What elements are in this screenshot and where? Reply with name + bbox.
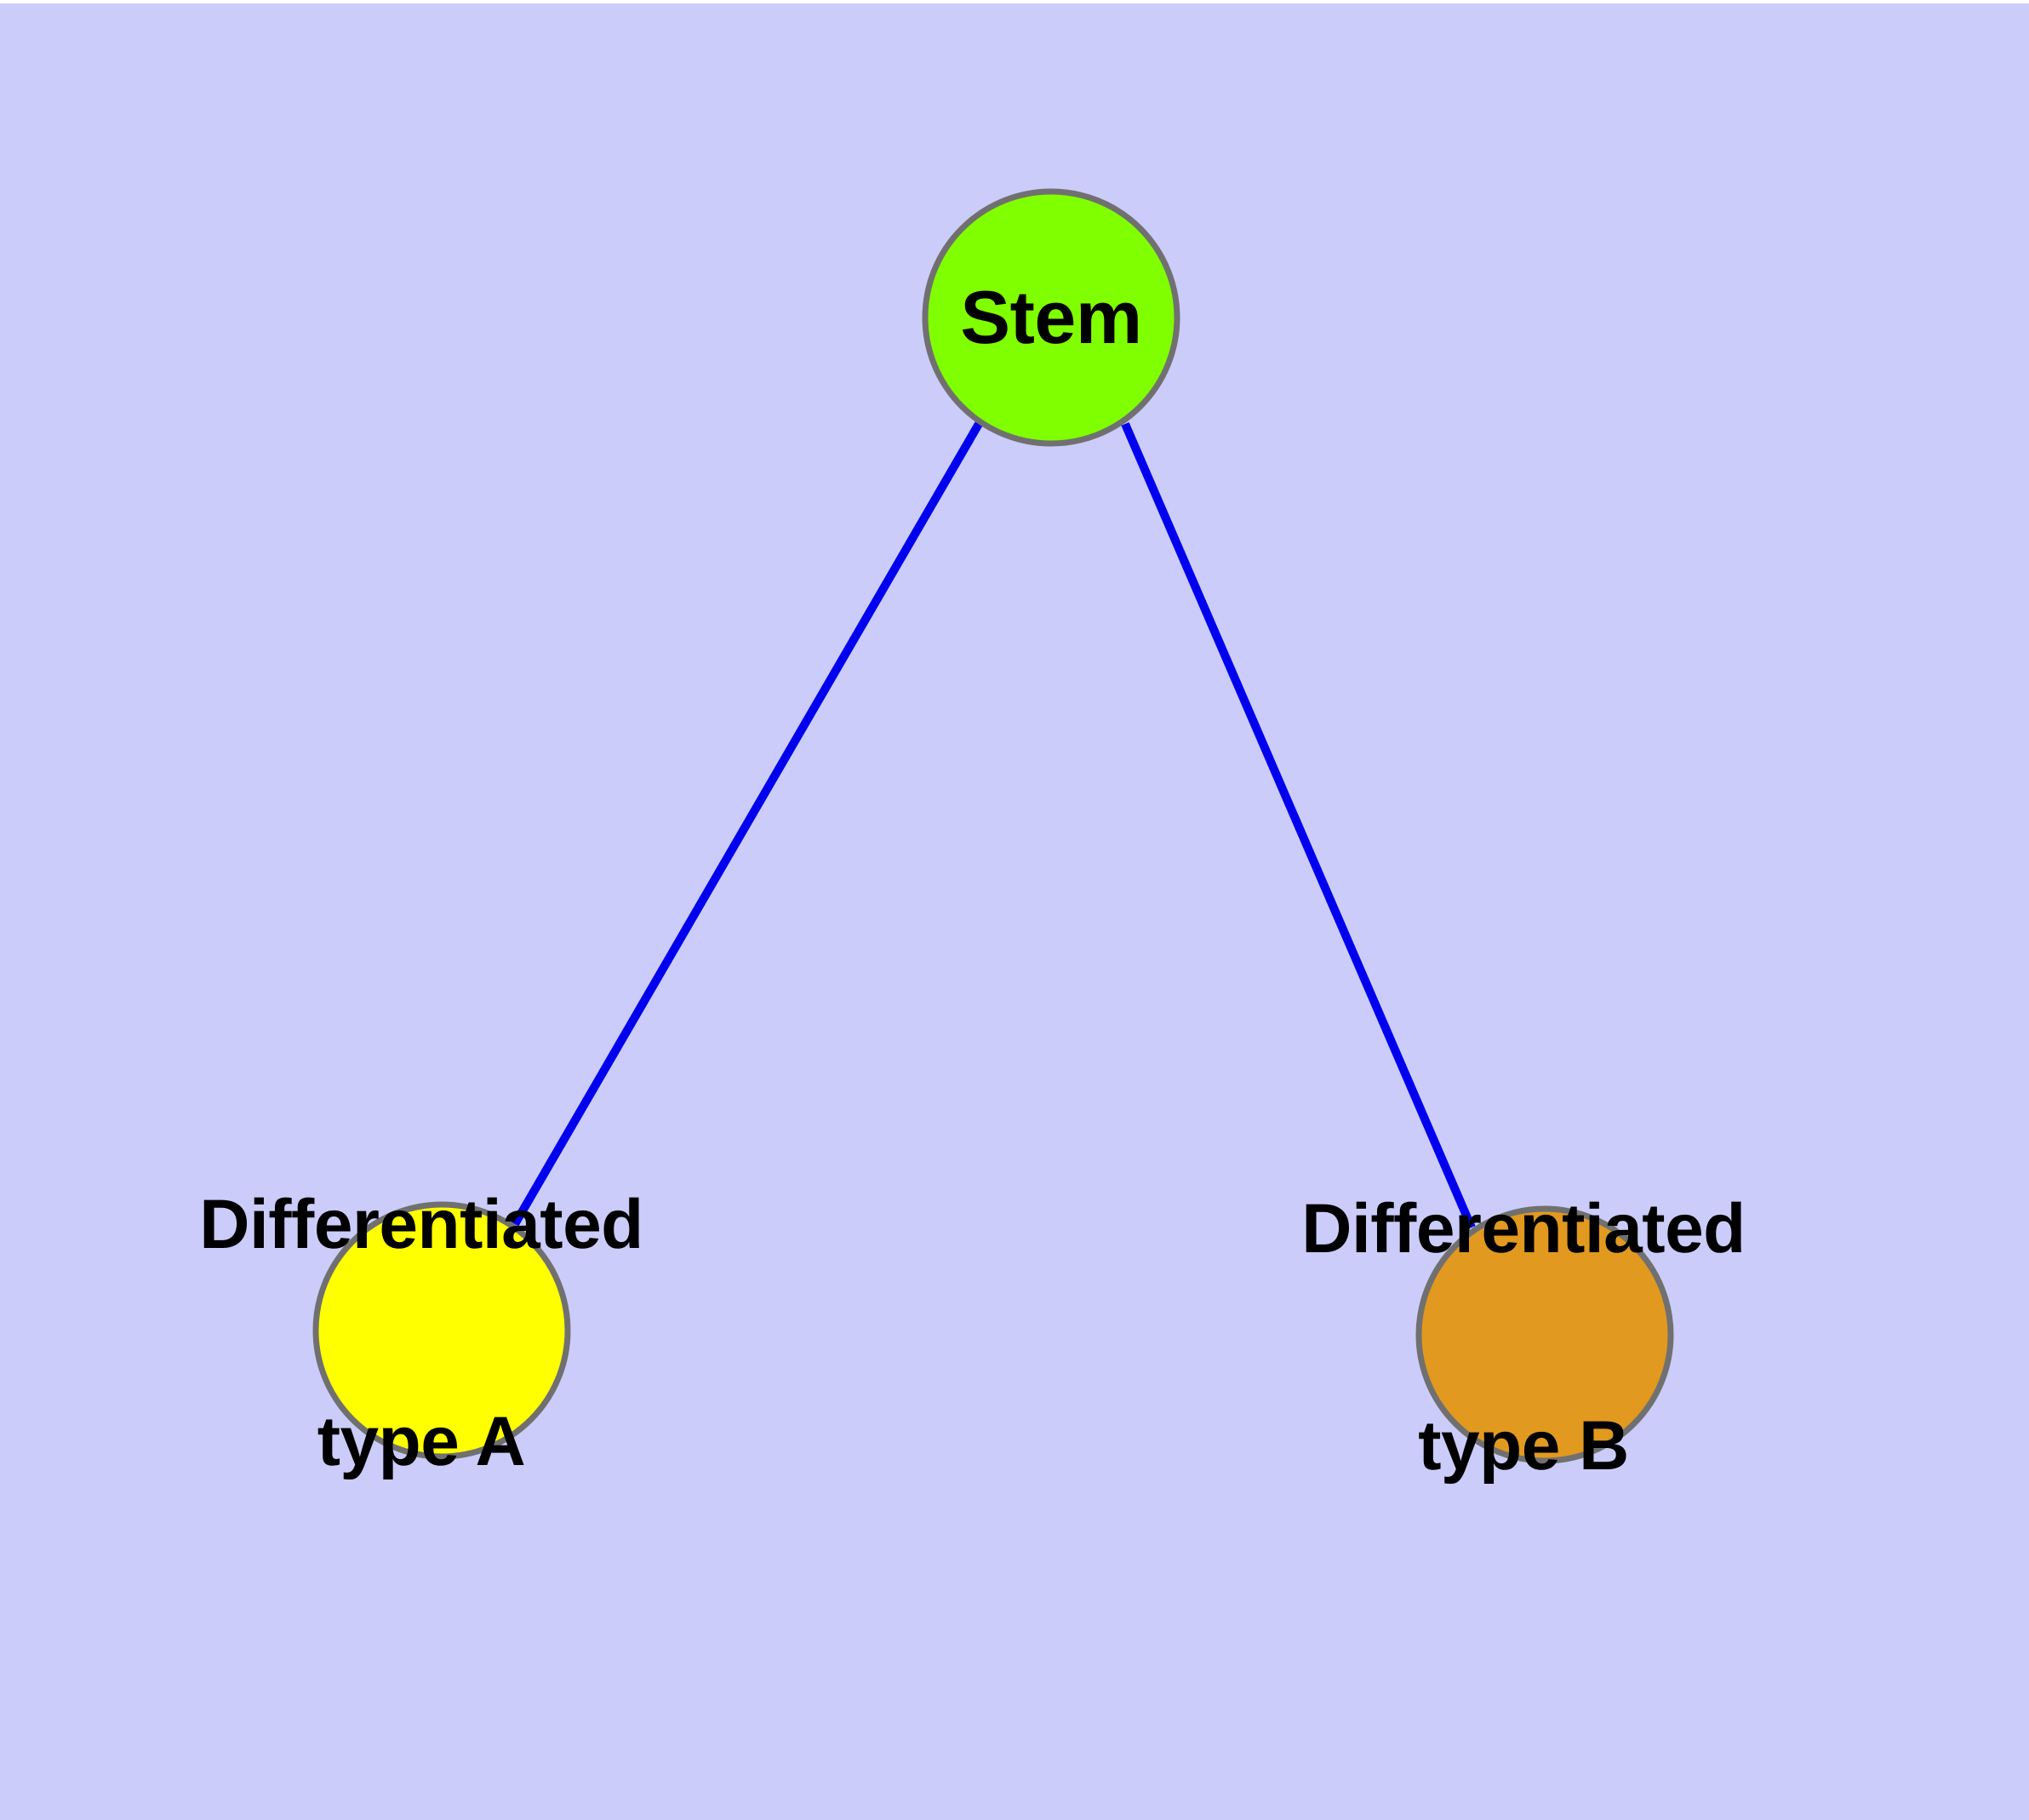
node-type-a-circle[interactable] bbox=[312, 1201, 571, 1460]
nodes-layer bbox=[312, 188, 1674, 1464]
node-type-b-circle[interactable] bbox=[1415, 1205, 1674, 1464]
edge-stem-to-type-b bbox=[1121, 422, 1476, 1229]
node-stem-circle[interactable] bbox=[922, 188, 1180, 447]
edges-layer bbox=[511, 421, 1476, 1229]
edge-stem-to-type-a bbox=[511, 421, 983, 1227]
